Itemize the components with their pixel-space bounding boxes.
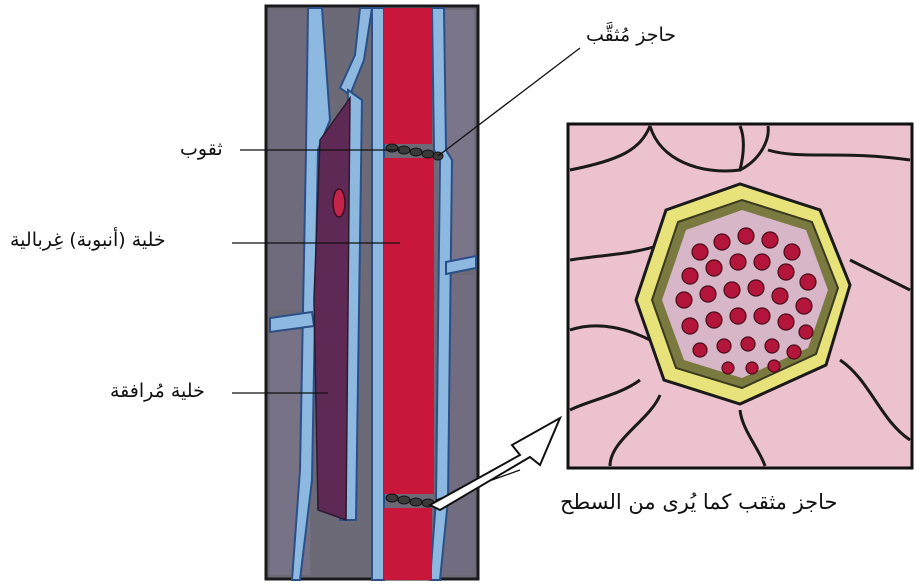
sieve-tube-cell-middle [384, 158, 434, 494]
label-companion-cell: خلية مُرافقة [110, 380, 205, 402]
companion-cell [314, 98, 350, 520]
label-sieve-tube-cell: خلية (أنبوبة) غِربالية [10, 229, 166, 251]
label-sieve-plate: حاجز مُثقَّب [586, 24, 676, 46]
label-surface-view-caption: حاجز مثقب كما يُرى من السطح [560, 490, 838, 514]
sieve-tube-cell-lower [384, 508, 432, 580]
companion-nucleus [333, 189, 345, 217]
label-pores: ثقوب [180, 138, 223, 160]
sieve-tube-cell-upper [384, 8, 432, 144]
surface-view [568, 124, 912, 468]
longitudinal-section [266, 6, 478, 580]
cell-wall [372, 8, 384, 580]
